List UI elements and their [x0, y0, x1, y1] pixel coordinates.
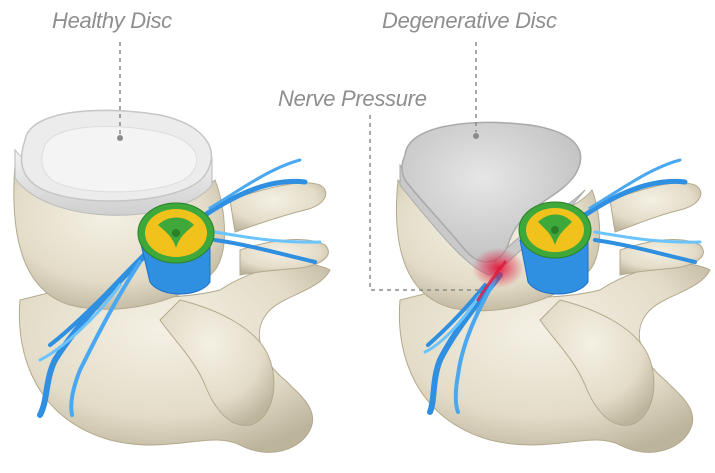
healthy-disc-leader-dot: [117, 135, 123, 141]
degenerative-disc-label: Degenerative Disc: [382, 8, 557, 34]
nerve-pressure-highlight: [472, 248, 524, 288]
degenerative-vertebra-group: [396, 123, 710, 453]
healthy-spinal-cord: [138, 203, 214, 294]
degenerative-disc-leader-dot: [473, 133, 479, 139]
degenerative-spinal-cord: [519, 202, 591, 294]
healthy-vertebra-group: [14, 110, 330, 452]
healthy-transverse-process-right: [230, 183, 326, 232]
nerve-pressure-label: Nerve Pressure: [278, 86, 427, 112]
degenerative-transverse-process-right: [610, 183, 701, 232]
healthy-disc-label: Healthy Disc: [52, 8, 172, 34]
